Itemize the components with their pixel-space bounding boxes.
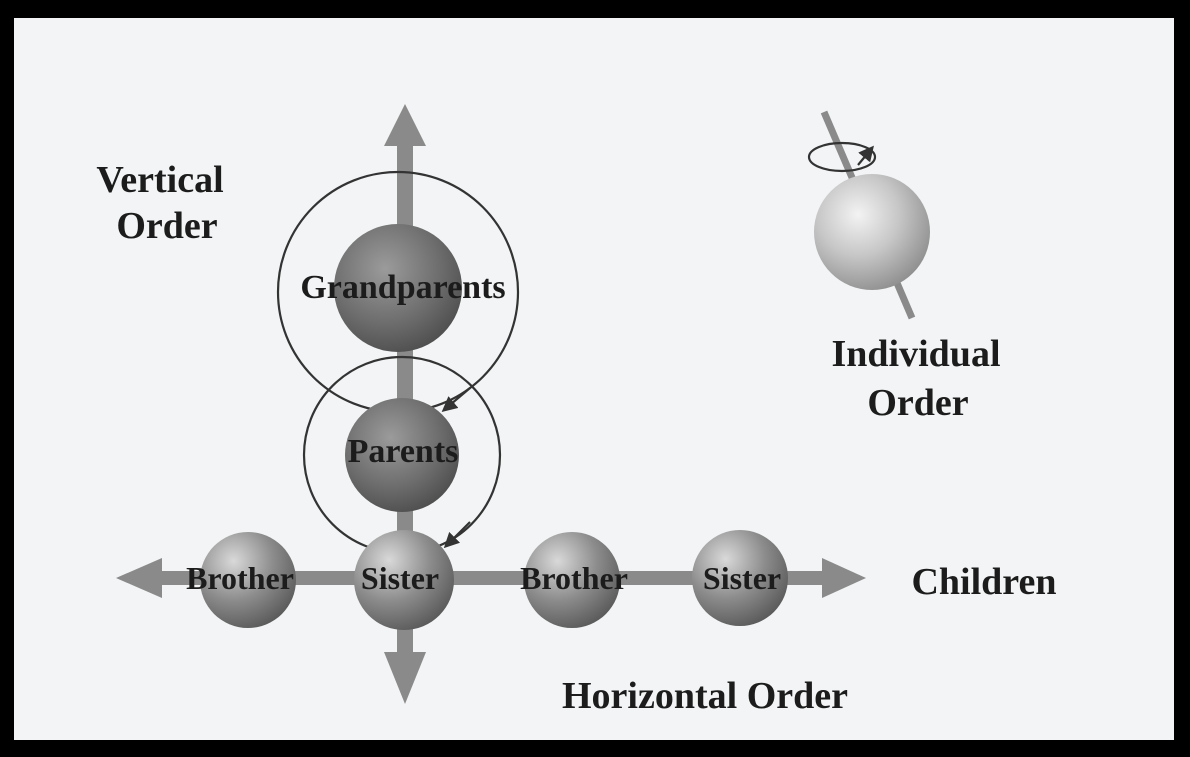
vertical-axis-arrow-down [384,652,426,704]
horizontal-order-label: Horizontal Order [562,675,848,717]
spin-ring-arrowhead [858,148,872,165]
parents-orbit-arrowhead [446,522,470,546]
horizontal-axis-arrow-left [116,558,162,598]
individual-sphere [814,174,930,290]
child-label-3: Brother [520,560,628,596]
horizontal-axis-arrow-right [822,558,866,598]
individual-order-label-line1: Individual [832,333,1001,375]
vertical-order-label-line1: Vertical [96,159,223,201]
vertical-axis-arrow-up [384,104,426,146]
child-label-1: Brother [186,560,294,596]
child-label-4: Sister [703,560,781,596]
child-label-2: Sister [361,560,439,596]
parents-label: Parents [348,433,459,470]
individual-order-figure [809,112,930,318]
children-label: Children [911,561,1056,603]
grandparents-label: Grandparents [300,269,505,306]
grandparents-orbit-arrowhead [444,388,470,410]
vertical-order-label-line2: Order [116,205,217,247]
individual-order-label-line2: Order [867,382,968,424]
